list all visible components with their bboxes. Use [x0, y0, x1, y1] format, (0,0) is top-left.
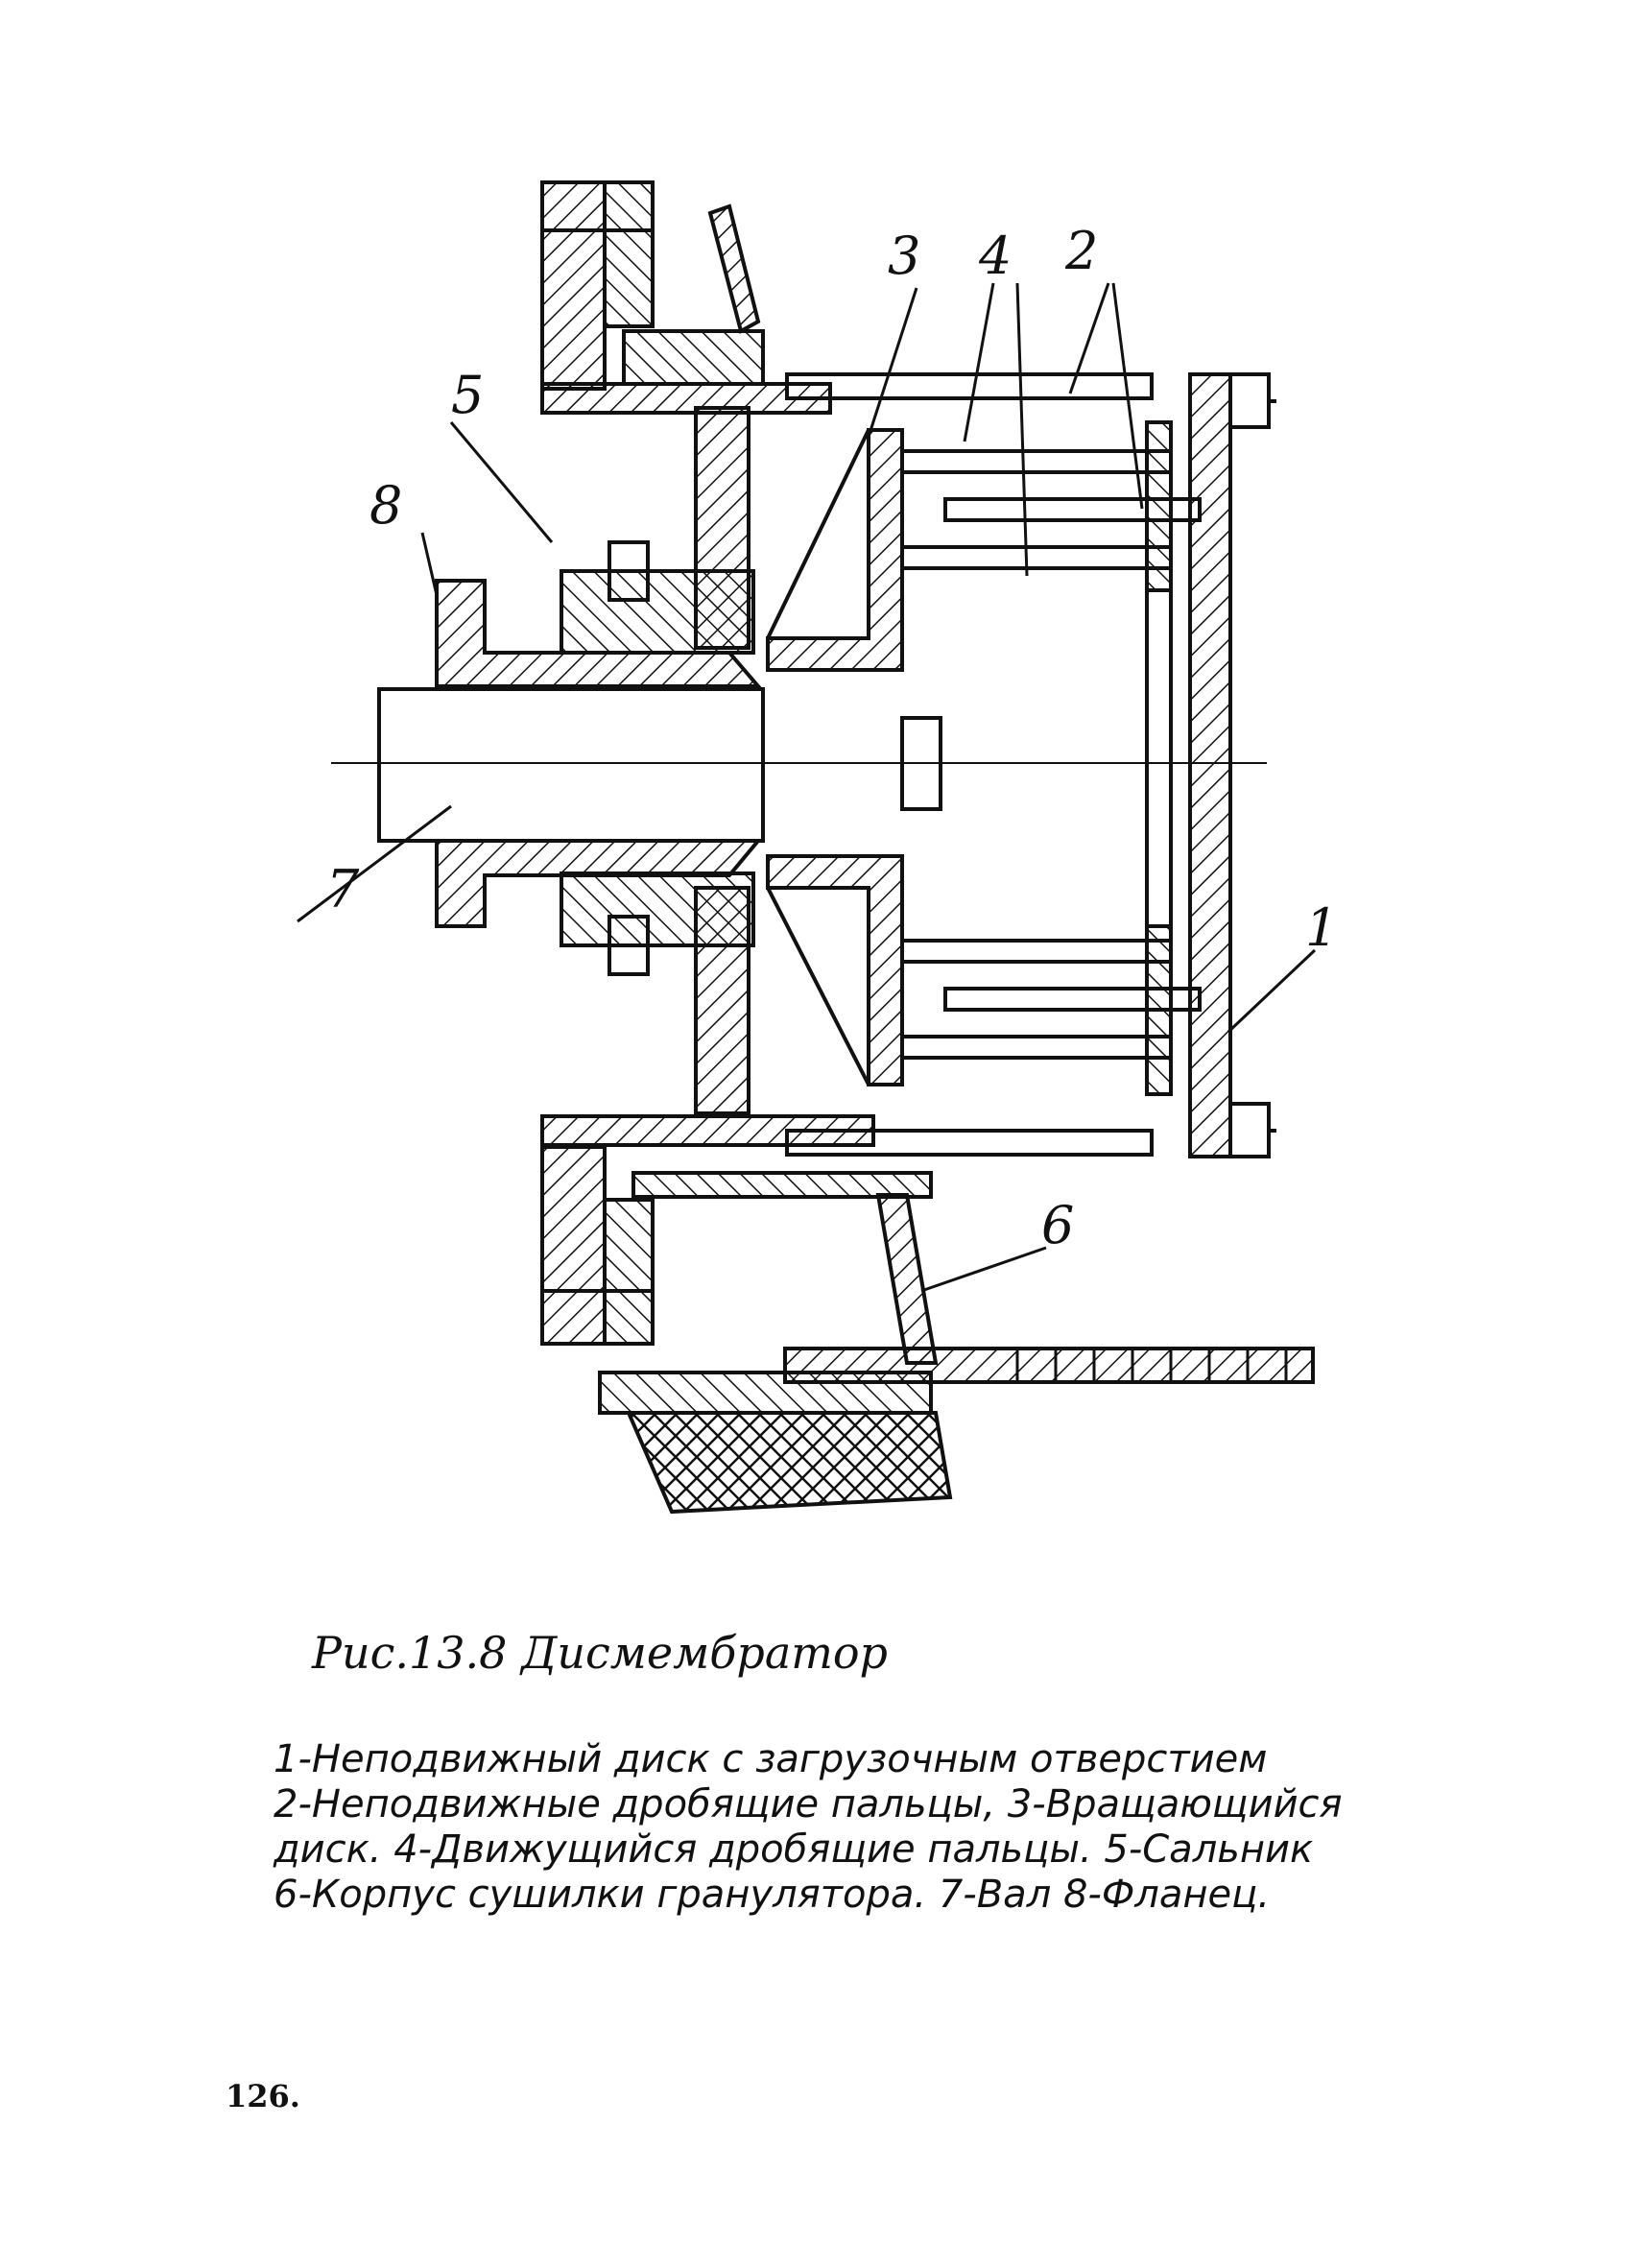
- callout-8: 8: [369, 475, 402, 536]
- legend-line: 2-Неподвижные дробящие пальцы, 3-Вращающ…: [274, 1782, 1343, 1826]
- callout-1: 1: [1305, 897, 1338, 958]
- fixed-disk: [1188, 372, 1232, 1158]
- legend-line: диск. 4-Движущийся дробящие пальцы. 5-Са…: [274, 1827, 1314, 1872]
- dryer-housing: [875, 1193, 939, 1365]
- figure-caption: Рис.13.8 Дисмембратор: [312, 1627, 888, 1679]
- disintegrator-drawing: 1 2 3 4 5 6 7 8: [297, 180, 1338, 1515]
- legend-line: 1-Неподвижный диск с загрузочным отверст…: [274, 1737, 1268, 1781]
- page-number: 126.: [226, 2078, 300, 2114]
- gland-wall: [540, 180, 607, 391]
- callout-7: 7: [326, 859, 360, 919]
- callout-3: 3: [888, 226, 920, 286]
- rotating-disk: [766, 428, 904, 672]
- callout-5: 5: [451, 365, 484, 425]
- leader-lines: [297, 282, 1317, 1293]
- legend-line: 6-Корпус сушилки гранулятора. 7-Вал 8-Фл…: [274, 1873, 1271, 1917]
- assembly-geometry: [297, 180, 1317, 1515]
- callout-6: 6: [1041, 1195, 1074, 1255]
- callout-2: 2: [1064, 221, 1098, 281]
- callout-4: 4: [978, 226, 1012, 286]
- figure-legend: 1-Неподвижный диск с загрузочным отверст…: [274, 1737, 1343, 1918]
